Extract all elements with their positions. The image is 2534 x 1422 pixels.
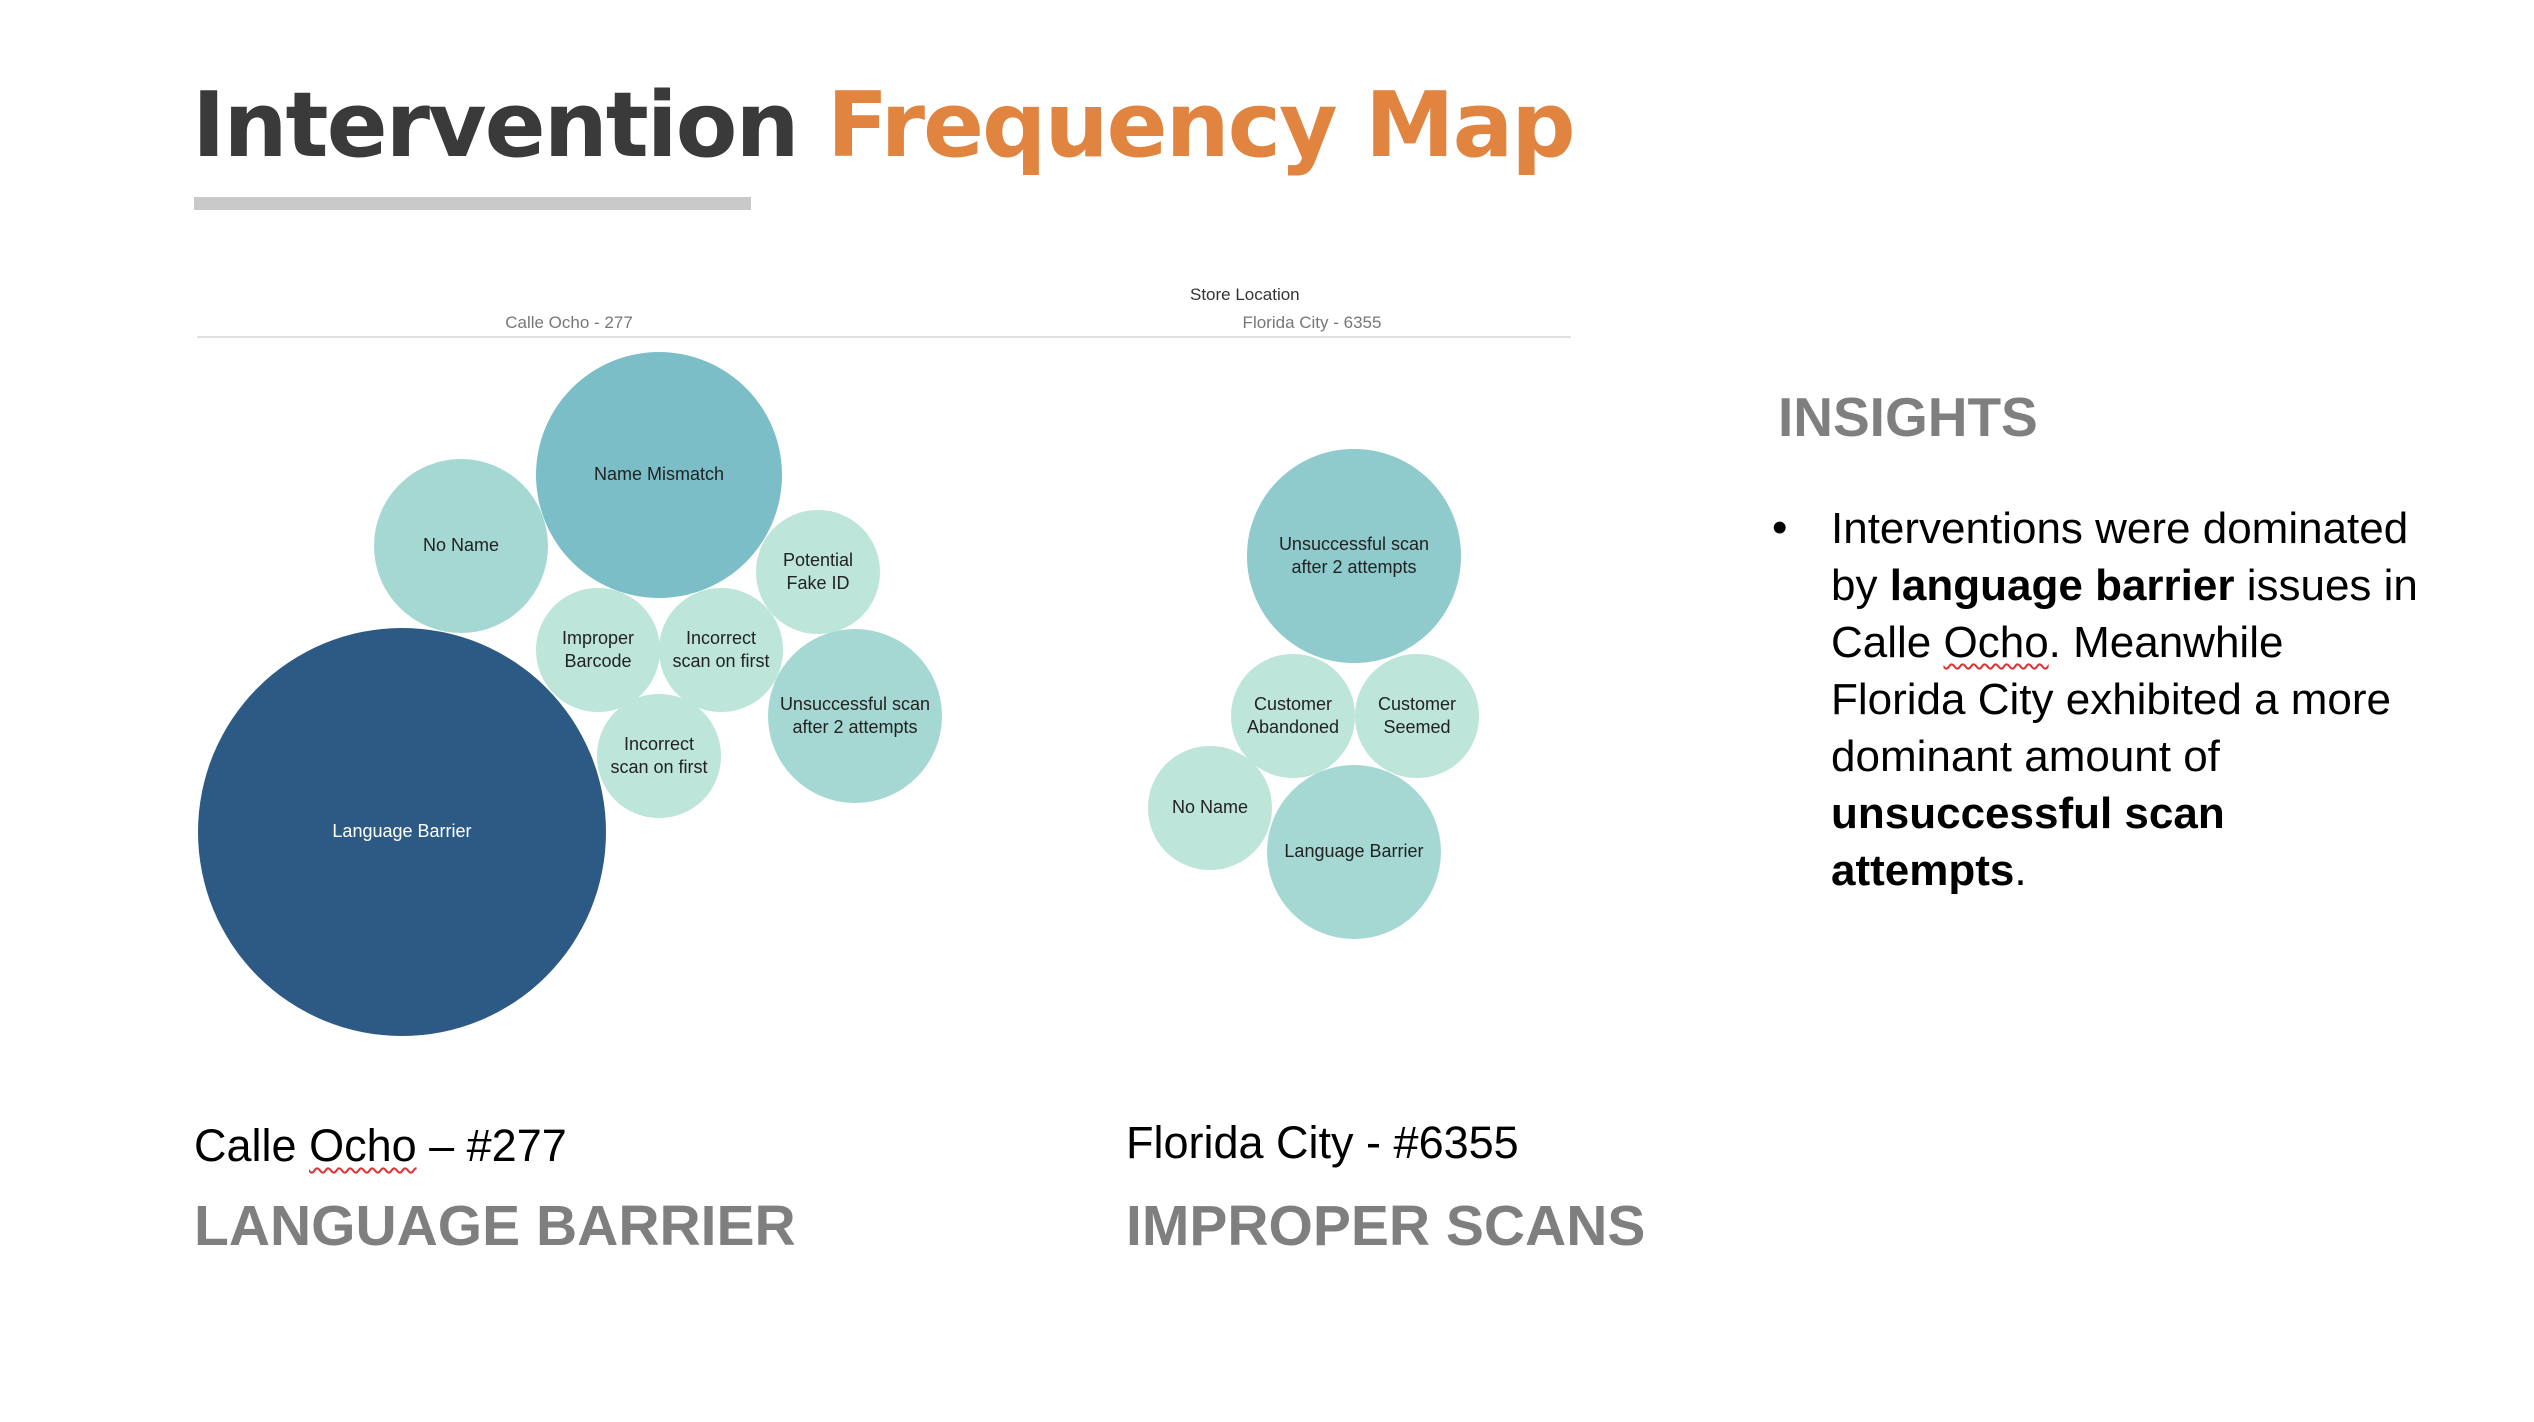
bubble-incorrect-scan-on-first[interactable]: Incorrect scan on first xyxy=(597,694,721,818)
insight-paragraph: Interventions were dominated by language… xyxy=(1831,500,2421,899)
bubble-label: Customer Abandoned xyxy=(1246,693,1340,737)
store-theme-calle-ocho: LANGUAGE BARRIER xyxy=(194,1194,796,1258)
insight-segment: Interventions were dominated by xyxy=(1831,504,2409,610)
bubble-label: Language Barrier xyxy=(332,821,472,842)
bubble-label: No Name xyxy=(422,535,499,556)
bubble-label: Unsuccessful scan after 2 attempts xyxy=(1278,533,1430,577)
bubble-unsuccessful-scan-after-2-attempts[interactable]: Unsuccessful scan after 2 attempts xyxy=(767,628,943,804)
insight-segment: . xyxy=(2014,846,2027,895)
store-theme-florida-city: IMPROPER SCANS xyxy=(1126,1194,1646,1258)
bubble-potential-fake-id[interactable]: Potential Fake ID xyxy=(756,510,880,634)
store-name-calle-ocho: Calle Ocho – #277 xyxy=(194,1120,567,1172)
title-underline-bar xyxy=(194,197,751,210)
bubble-label: Incorrect scan on first xyxy=(610,733,708,777)
bubble-no-name[interactable]: No Name xyxy=(373,458,549,634)
bubble-improper-barcode[interactable]: Improper Barcode xyxy=(536,588,660,712)
insight-segment: issues in Calle xyxy=(1831,561,2418,667)
bubble-incorrect-scan-on-first[interactable]: Incorrect scan on first xyxy=(659,588,783,712)
bubble-no-name[interactable]: No Name xyxy=(1148,746,1272,870)
bubble-label: Improper Barcode xyxy=(561,627,634,671)
store-name-misspelled: Ocho xyxy=(309,1120,417,1171)
insight-segment-bold: language barrier xyxy=(1889,561,2235,610)
bubble-customer-abandoned[interactable]: Customer Abandoned xyxy=(1231,654,1355,778)
bubble-language-barrier[interactable]: Language Barrier xyxy=(1266,764,1442,940)
bullet-icon: • xyxy=(1772,503,1788,552)
slide-title: Intervention Frequency Map xyxy=(192,72,1576,180)
bubble-label: Name Mismatch xyxy=(593,464,724,485)
chart-header: Store Location xyxy=(1190,285,1300,304)
header-divider xyxy=(197,336,1571,338)
store-name-text: Calle xyxy=(194,1120,310,1171)
bubble-label: Incorrect scan on first xyxy=(672,627,770,671)
bubble-customer-seemed[interactable]: Customer Seemed xyxy=(1355,654,1479,778)
insight-segment-misspelled: Ocho xyxy=(1943,618,2049,667)
bubble-label: No Name xyxy=(1171,797,1248,818)
insight-segment-bold: unsuccessful scan attempts xyxy=(1831,789,2225,895)
title-part-1: Intervention xyxy=(192,73,800,178)
bubble-name-mismatch[interactable]: Name Mismatch xyxy=(535,351,783,599)
insights-title: INSIGHTS xyxy=(1778,386,2038,448)
bubble-language-barrier[interactable]: Language Barrier xyxy=(197,627,607,1037)
bubble-label: Language Barrier xyxy=(1284,841,1424,862)
insight-segment: . Meanwhile Florida City exhibited a mor… xyxy=(1831,618,2392,781)
store-name-number: – #277 xyxy=(416,1120,567,1171)
title-part-2: Frequency Map xyxy=(826,73,1576,178)
store-name-florida-city: Florida City - #6355 xyxy=(1126,1117,1519,1168)
bubble-label: Potential Fake ID xyxy=(782,549,854,593)
column-header-florida-city: Florida City - 6355 xyxy=(1242,313,1382,332)
column-header-calle-ocho: Calle Ocho - 277 xyxy=(505,313,633,332)
bubble-unsuccessful-scan-after-2-attempts[interactable]: Unsuccessful scan after 2 attempts xyxy=(1247,449,1461,663)
bubble-label: Unsuccessful scan after 2 attempts xyxy=(779,693,931,737)
bubble-label: Customer Seemed xyxy=(1377,693,1456,737)
